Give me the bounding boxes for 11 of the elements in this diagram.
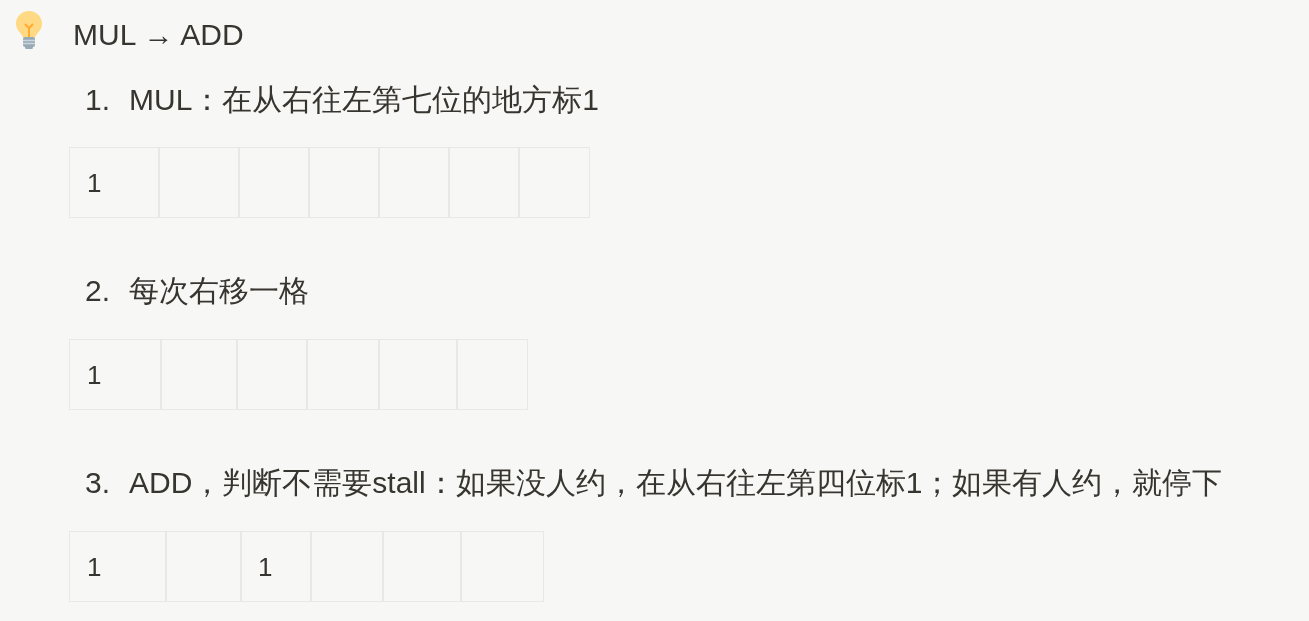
- cell-value: 1: [87, 167, 102, 198]
- list-item-text: MUL：在从右往左第七位的地方标1: [129, 82, 600, 118]
- cell-value: 1: [258, 551, 273, 582]
- list-number: 1.: [85, 82, 111, 118]
- list-item-text: ADD，判断不需要stall：如果没人约，在从右往左第四位标1；如果有人约，就停下: [129, 465, 1223, 501]
- callout-heading: MUL → ADD: [73, 17, 244, 53]
- list-number: 2.: [85, 273, 111, 309]
- list-item-text: 每次右移一格: [129, 273, 309, 309]
- cell-value: 1: [87, 359, 102, 390]
- cell-value: 1: [87, 551, 102, 582]
- list-number: 3.: [85, 465, 111, 501]
